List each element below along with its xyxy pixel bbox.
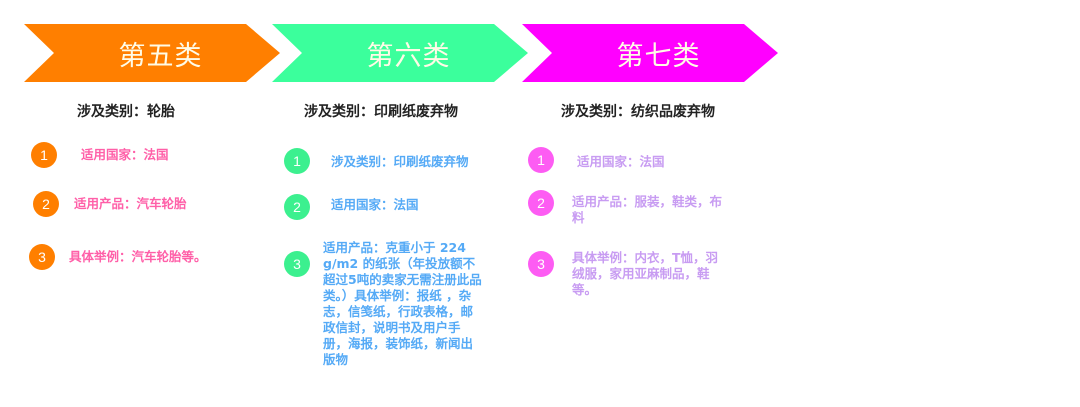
item-product-and-examples: 适用产品：克重小于 224 g/m2 的纸张（年投放额不超过5吨的卖家无需注册此… [323,240,482,367]
step-badge-1: 1 [528,147,554,173]
item-country: 适用国家：法国 [577,154,665,169]
chevron-shape-green [272,24,528,82]
step-badge-3: 3 [29,244,55,270]
item-country: 适用国家：法国 [81,147,169,162]
chevron-shape-magenta [522,24,778,82]
category-title: 涉及类别：印刷纸废弃物 [304,104,458,120]
step-badge-3: 3 [284,251,310,277]
item-product: 适用产品：汽车轮胎 [74,196,187,211]
item-product: 适用产品：服装，鞋类，布料 [572,194,723,225]
item-country: 适用国家：法国 [331,197,419,212]
chevron-category-5: 第五类 [24,24,282,82]
step-badge-1: 1 [31,142,57,168]
step-badge-1: 1 [284,148,310,174]
chevron-label: 第五类 [118,40,203,72]
chevron-label: 第六类 [366,40,451,72]
chevron-label: 第七类 [616,40,701,72]
step-badge-3: 3 [528,251,554,277]
chevron-category-7: 第七类 [522,24,780,82]
step-badge-2: 2 [284,194,310,220]
step-badge-2: 2 [528,190,554,216]
item-category: 涉及类别：印刷纸废弃物 [331,154,469,169]
chevron-shape-orange [24,24,280,82]
category-title: 涉及类别：纺织品废弃物 [561,104,715,120]
category-title: 涉及类别：轮胎 [77,104,175,120]
chevron-category-6: 第六类 [272,24,530,82]
item-example: 具体举例：内衣，T恤，羽绒服，家用亚麻制品，鞋等。 [572,250,719,297]
item-example: 具体举例：汽车轮胎等。 [69,249,207,264]
step-badge-2: 2 [33,191,59,217]
